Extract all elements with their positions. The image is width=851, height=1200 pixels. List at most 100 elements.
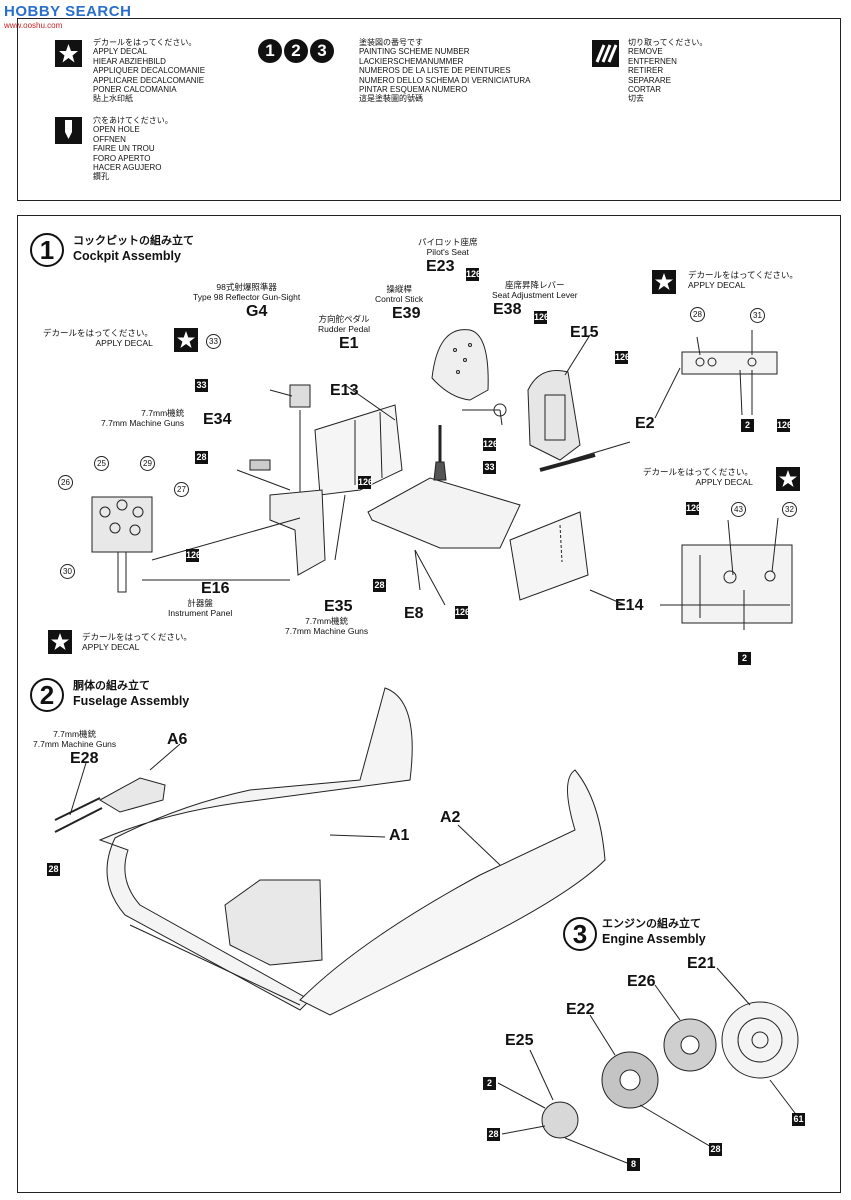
decal-callout-right: デカールをはってください。APPLY DECAL	[643, 467, 753, 487]
part-g4: G4	[246, 303, 268, 320]
decal-number-33: 33	[206, 334, 221, 349]
step-1-badge: 1	[30, 233, 64, 267]
paint-code-126: 126	[777, 419, 793, 432]
part-e13: E13	[330, 382, 359, 399]
paint-code-33: 33	[483, 461, 496, 474]
drill-hole-icon	[55, 117, 82, 144]
decal-number-26: 26	[58, 475, 73, 490]
part-e1: E1	[339, 335, 359, 352]
paint-code-28: 28	[47, 863, 60, 876]
paint-code-2: 2	[741, 419, 754, 432]
paint-code-28: 28	[373, 579, 386, 592]
decal-number-31: 31	[750, 308, 765, 323]
decal-number-30: 30	[60, 564, 75, 579]
instrument-panel-drawing	[91, 496, 153, 553]
star-decal-icon	[55, 40, 82, 67]
side-panel-e14-drawing	[509, 511, 589, 601]
step-3-title: エンジンの組み立て Engine Assembly	[602, 917, 706, 947]
instruction-box	[17, 215, 841, 1193]
step-1-title-jp: コックピットの組み立て	[73, 235, 194, 247]
step-1-title: コックピットの組み立て Cockpit Assembly	[73, 234, 194, 264]
part-e21: E21	[687, 955, 716, 972]
paint-code-126: 126	[455, 606, 471, 619]
remove-cut-icon	[592, 40, 619, 67]
watermark-text: HOBBY SEARCH	[4, 3, 132, 20]
part-e22: E22	[566, 1001, 595, 1018]
decal-number-29: 29	[140, 456, 155, 471]
part-e8: E8	[404, 605, 424, 622]
paint-code-126: 126	[615, 351, 631, 364]
part-a1: A1	[389, 827, 410, 844]
part-e2: E2	[635, 415, 655, 432]
paint-code-28: 28	[709, 1143, 722, 1156]
part-e23: E23	[426, 258, 455, 275]
star-decal-icon	[652, 270, 676, 294]
paint-code-33: 33	[195, 379, 208, 392]
part-e26: E26	[627, 973, 656, 990]
scheme-badge-1: 1	[258, 39, 282, 63]
cowl-a6-drawing	[98, 777, 166, 813]
decal-callout-bottom-left: デカールをはってください。APPLY DECAL	[82, 632, 192, 652]
part-e14: E14	[615, 597, 644, 614]
legend-box	[17, 18, 841, 201]
decal-callout-left: デカールをはってください。APPLY DECAL	[43, 328, 153, 348]
step-1-title-en: Cockpit Assembly	[73, 249, 181, 263]
step-2-badge: 2	[30, 678, 64, 712]
decal-number-25: 25	[94, 456, 109, 471]
part-e38: E38	[493, 301, 522, 318]
fuselage-a2-drawing	[299, 769, 606, 1016]
paint-code-126: 126	[358, 476, 374, 489]
paint-code-61: 61	[792, 1113, 805, 1126]
paint-code-126: 126	[534, 311, 550, 324]
part-e25: E25	[505, 1032, 534, 1049]
engine-e22-drawing	[601, 1051, 659, 1109]
part-e15: E15	[570, 324, 599, 341]
watermark-url: www.ooshu.com	[4, 21, 63, 30]
paint-code-126: 126	[686, 502, 702, 515]
decal-callout-top-right: デカールをはってください。APPLY DECAL	[688, 270, 798, 290]
part-a2: A2	[440, 809, 461, 826]
paint-code-126: 126	[186, 549, 202, 562]
star-decal-icon	[776, 467, 800, 491]
scheme-badge-3: 3	[310, 39, 334, 63]
paint-code-126: 126	[483, 438, 499, 451]
paint-code-2: 2	[738, 652, 751, 665]
decal-number-28: 28	[690, 307, 705, 322]
scheme-badge-2: 2	[284, 39, 308, 63]
part-e34: E34	[203, 411, 232, 428]
paint-code-126: 126	[466, 268, 482, 281]
step-2-title-jp: 胴体の組み立て	[73, 680, 150, 692]
seat-frame-e15-drawing	[527, 370, 581, 461]
decal-number-43: 43	[731, 502, 746, 517]
star-decal-icon	[174, 328, 198, 352]
step-3-title-jp: エンジンの組み立て	[602, 918, 701, 930]
step-2-title: 胴体の組み立て Fuselage Assembly	[73, 679, 189, 709]
star-decal-icon	[48, 630, 72, 654]
paint-code-8: 8	[627, 1158, 640, 1171]
paint-code-28: 28	[487, 1128, 500, 1141]
part-e39: E39	[392, 305, 421, 322]
paint-code-2: 2	[483, 1077, 496, 1090]
engine-e26-drawing	[663, 1018, 717, 1072]
pilot-seat-drawing	[431, 329, 489, 401]
part-e16: E16	[201, 580, 230, 597]
engine-e25-drawing	[541, 1101, 579, 1139]
part-e28: E28	[70, 750, 99, 767]
decal-number-32: 32	[782, 502, 797, 517]
step-2-title-en: Fuselage Assembly	[73, 694, 190, 708]
step-3-title-en: Engine Assembly	[602, 932, 706, 946]
